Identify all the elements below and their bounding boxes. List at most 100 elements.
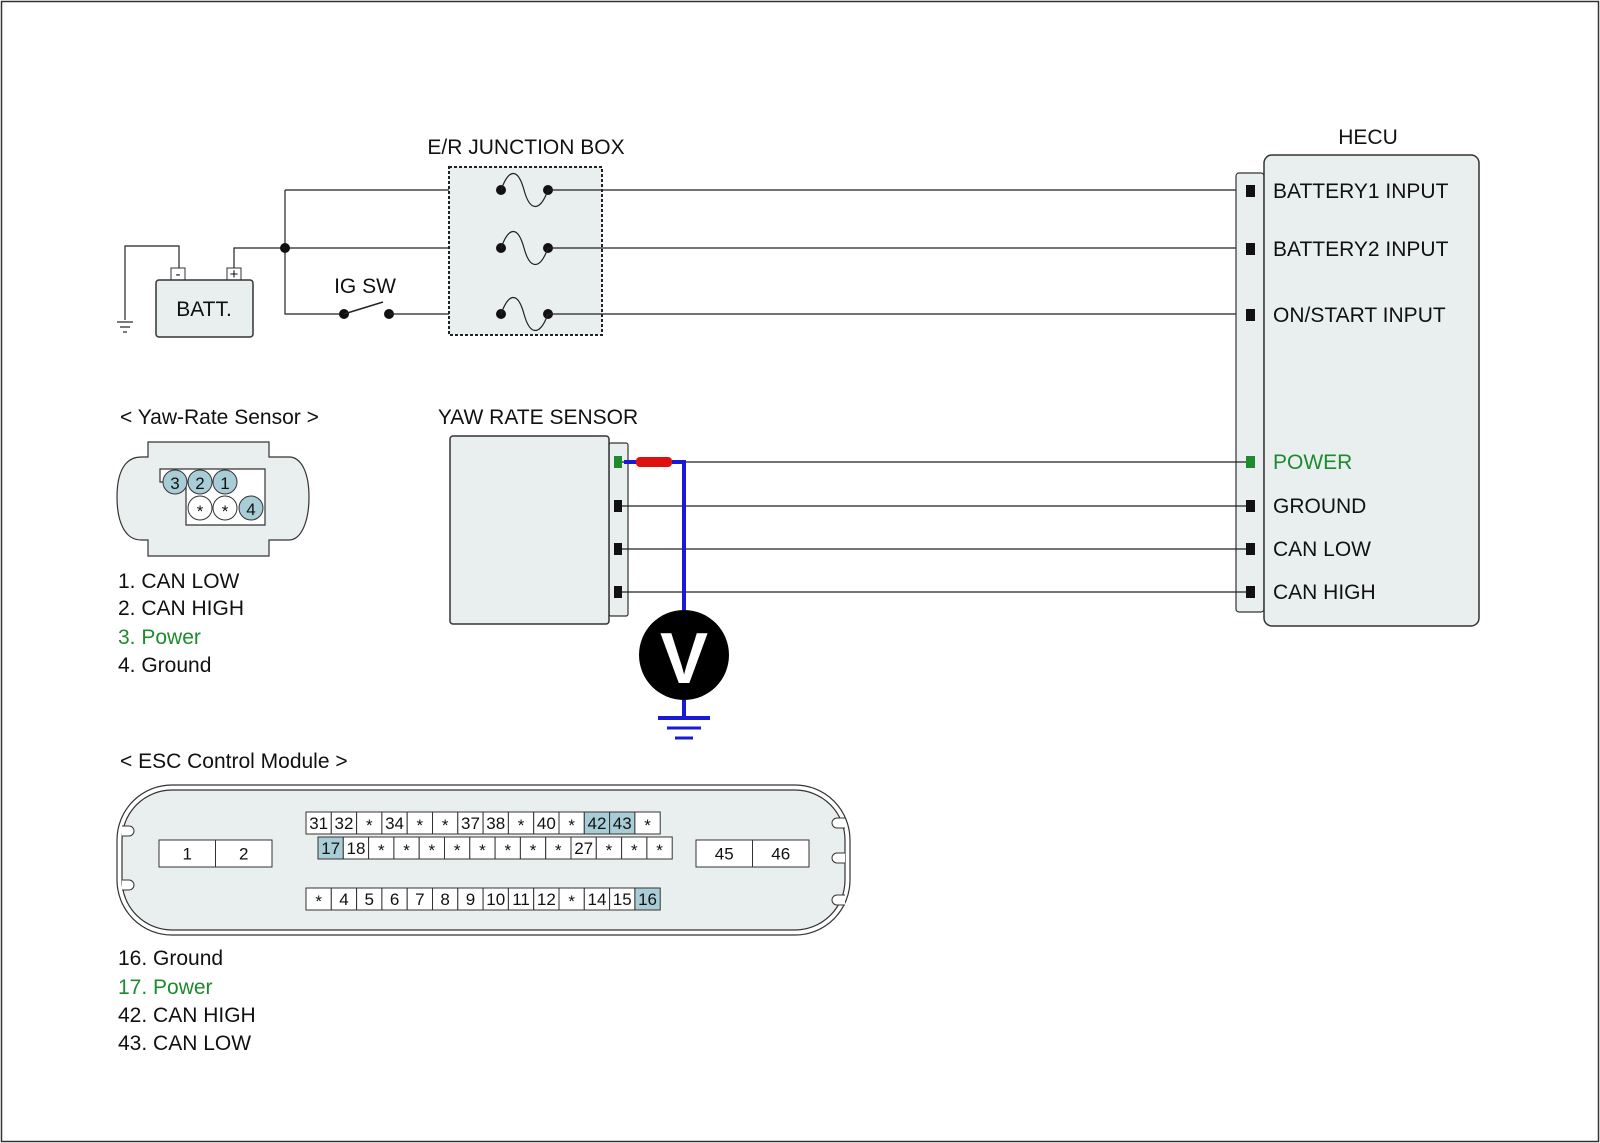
- esc-pin-label: 5: [365, 890, 374, 909]
- esc-pin-label: 34: [385, 814, 404, 833]
- esc-pin-label: *: [631, 841, 638, 860]
- yaw-connector-pin: [238, 495, 264, 521]
- esc-pin-cell: [158, 839, 216, 868]
- hecu-on-start-input-label: ON/START INPUT: [1273, 304, 1446, 327]
- esc-pin-label: *: [656, 841, 663, 860]
- ground-symbol-battery: [117, 321, 133, 333]
- yaw-legend-item-power: 3. Power: [118, 626, 201, 649]
- esc-legend-item-power: 17. Power: [118, 976, 213, 999]
- esc-pin-label: *: [378, 841, 385, 860]
- yaw-legend-item: 2. CAN HIGH: [118, 597, 244, 620]
- esc-pin-label: 38: [486, 814, 505, 833]
- hecu-power-label: POWER: [1273, 451, 1352, 474]
- voltmeter-body: [639, 610, 729, 700]
- esc-pin-label: 32: [334, 814, 353, 833]
- latch: [122, 879, 135, 891]
- yaw-pin-label: *: [222, 502, 229, 521]
- yaw-pin-label: 3: [170, 474, 179, 493]
- battery-label: BATT.: [176, 298, 232, 321]
- esc-pin-label: 16: [638, 890, 657, 909]
- hecu-can-high-label: CAN HIGH: [1273, 581, 1376, 604]
- esc-pin-label: 12: [537, 890, 556, 909]
- esc-pin-label: *: [644, 816, 651, 835]
- hecu-battery2-input-label: BATTERY2 INPUT: [1273, 238, 1449, 261]
- esc-pin-label: 18: [346, 839, 365, 858]
- yaw-rate-sensor: YAW RATE SENSOR: [438, 406, 638, 625]
- ig-switch-label: IG SW: [334, 275, 396, 298]
- battery-pos-sign: +: [230, 266, 239, 283]
- esc-pin-label: 37: [461, 814, 480, 833]
- esc-pin-label: 31: [309, 814, 328, 833]
- esc-pin-label: 43: [613, 814, 632, 833]
- fuse-1: [496, 172, 553, 208]
- yaw-pin-label: 1: [220, 474, 229, 493]
- esc-pin-label: 4: [339, 890, 348, 909]
- esc-pin-label: 15: [613, 890, 632, 909]
- esc-pin-label: *: [315, 892, 322, 911]
- esc-pin-label: 17: [321, 839, 340, 858]
- esc-pin-label: *: [606, 841, 613, 860]
- esc-legend-item: 16. Ground: [118, 947, 223, 970]
- hecu-pin: [1246, 586, 1255, 598]
- hecu-battery1-input-label: BATTERY1 INPUT: [1273, 180, 1449, 203]
- yaw-connector-pin: [162, 469, 188, 495]
- esc-pin-cell: [646, 836, 673, 860]
- yaw-connector-face: < Yaw-Rate Sensor > 3 2 1 * * 4 1. CAN L…: [116, 406, 319, 677]
- yaw-pin-label: 2: [195, 474, 204, 493]
- junction-box-title: E/R JUNCTION BOX: [427, 136, 624, 159]
- yaw-pin-label: *: [197, 502, 204, 521]
- yaw-sensor-pin: [614, 586, 622, 598]
- hecu-pin: [1246, 309, 1255, 321]
- yaw-legend-item: 4. Ground: [118, 654, 211, 677]
- battery-neg-wire: [124, 245, 180, 320]
- yaw-sensor-title: YAW RATE SENSOR: [438, 406, 638, 429]
- esc-pin-label: *: [454, 841, 461, 860]
- junction-box: E/R JUNCTION BOX: [427, 136, 625, 336]
- hecu-pin-power: [1246, 456, 1255, 468]
- hecu-ground-label: GROUND: [1273, 495, 1366, 518]
- esc-pin-label: *: [555, 841, 562, 860]
- esc-pin-label: 40: [537, 814, 556, 833]
- esc-pin-label: *: [366, 816, 373, 835]
- yaw-sensor-pin: [614, 543, 622, 555]
- esc-pin-label: *: [479, 841, 486, 860]
- esc-legend-item: 43. CAN LOW: [118, 1032, 251, 1055]
- esc-pin-label: 11: [512, 890, 530, 909]
- hecu-pin: [1246, 243, 1255, 255]
- hecu-body: [1263, 154, 1480, 627]
- latch: [831, 894, 845, 906]
- voltmeter-symbol: V: [660, 619, 708, 699]
- hecu-can-low-label: CAN LOW: [1273, 538, 1371, 561]
- voltmeter: V: [624, 457, 729, 740]
- esc-pin-label: *: [417, 816, 424, 835]
- battery-circuit: - + BATT.: [117, 245, 285, 338]
- esc-pin-label: 46: [771, 845, 790, 864]
- yaw-sensor-body: [449, 435, 610, 625]
- esc-pin-cell: [215, 839, 273, 868]
- yaw-sensor-pin-power: [614, 456, 622, 468]
- esc-pin-label: 7: [415, 890, 424, 909]
- esc-pin-label: *: [530, 841, 537, 860]
- esc-pin-cell: [752, 839, 810, 868]
- junction-dot: [280, 243, 290, 253]
- yaw-connector-pin: [187, 469, 213, 495]
- esc-pin-label: 42: [587, 814, 606, 833]
- battery-neg-sign: -: [176, 266, 181, 283]
- esc-connector-title: < ESC Control Module >: [120, 750, 348, 773]
- yaw-sensor-pin: [614, 500, 622, 512]
- esc-pin-label: *: [442, 816, 449, 835]
- esc-pin-label: *: [504, 841, 511, 860]
- hecu: HECU BATTERY1 INPUT BATTERY2 INPUT ON/ST…: [1235, 126, 1480, 627]
- latch: [122, 825, 135, 837]
- esc-pin-label: *: [568, 892, 575, 911]
- latch: [831, 817, 845, 829]
- esc-pin-label: 10: [486, 890, 505, 909]
- esc-pin-label: 2: [239, 845, 248, 864]
- latch: [831, 852, 845, 864]
- yaw-connector-pin: [212, 469, 238, 495]
- esc-pin-label: 6: [390, 890, 399, 909]
